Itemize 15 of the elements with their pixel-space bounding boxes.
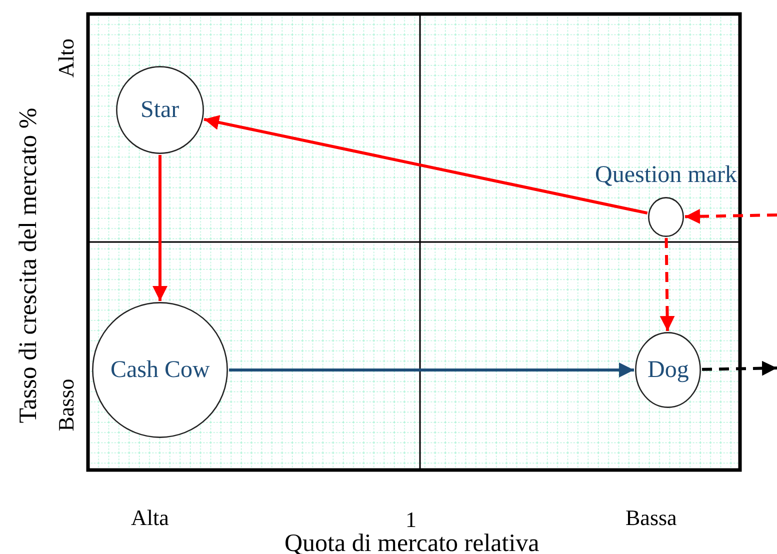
node-label: Star — [140, 96, 180, 124]
node-label: Question mark — [595, 162, 737, 188]
circle-node — [116, 66, 204, 154]
arrow — [684, 208, 777, 224]
node-label: Dog — [648, 356, 689, 384]
circle-node — [92, 302, 228, 438]
axis-tick-label: Bassa — [626, 507, 677, 529]
axis-tick-label: 1 — [406, 509, 416, 531]
axis-label: Tasso di crescita del mercato % — [16, 107, 41, 423]
arrow — [660, 238, 675, 332]
axis-tick-label: Alta — [131, 507, 169, 529]
circle-node — [635, 332, 701, 408]
node-label: Cash Cow — [110, 356, 210, 384]
axis-label: Basso — [54, 378, 77, 432]
axis-label: Alto — [55, 38, 78, 78]
